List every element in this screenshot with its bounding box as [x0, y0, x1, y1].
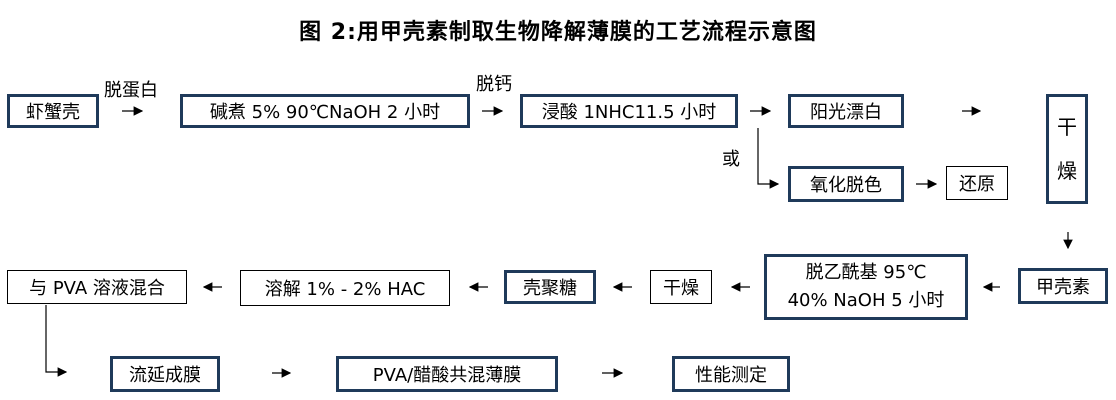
box-oxidize: 氧化脱色 — [788, 166, 904, 202]
box-acid-soak-text: 浸酸 1NHC11.5 小时 — [541, 102, 717, 123]
arrow-branch-to-oxidize — [757, 128, 780, 189]
arrow-mix-to-cast — [45, 305, 68, 377]
box-test-text: 性能测定 — [695, 365, 767, 386]
box-dry-1-char-b: 燥 — [1057, 159, 1077, 183]
box-reduce-text: 还原 — [959, 174, 995, 195]
box-alkali-boil: 碱煮 5% 90℃NaOH 2 小时 — [180, 94, 470, 128]
box-deacetylation-line2: 40% NaOH 5 小时 — [787, 290, 945, 311]
box-test: 性能测定 — [672, 356, 790, 392]
box-cast-film-text: 流延成膜 — [129, 365, 201, 386]
box-sun-bleach-text: 阳光漂白 — [810, 102, 882, 123]
box-dissolve-text: 溶解 1% - 2% HAC — [264, 279, 426, 300]
box-chitin-text: 甲壳素 — [1036, 277, 1090, 298]
label-deprotein: 脱蛋白 — [104, 80, 158, 101]
box-mix-pva: 与 PVA 溶液混合 — [7, 270, 187, 304]
box-dry-2: 干燥 — [650, 270, 712, 304]
box-dissolve: 溶解 1% - 2% HAC — [240, 270, 450, 306]
box-chitosan: 壳聚糖 — [504, 270, 596, 304]
box-pva-film-text: PVA/醋酸共混薄膜 — [372, 365, 522, 386]
box-deacetylation-line1: 脱乙酰基 95℃ — [805, 262, 927, 283]
box-shrimp-shell-text: 虾蟹壳 — [26, 102, 80, 123]
box-dry-1: 干 燥 — [1046, 94, 1088, 204]
box-chitosan-text: 壳聚糖 — [523, 278, 577, 299]
box-dry-2-text: 干燥 — [663, 278, 699, 299]
label-decalcify: 脱钙 — [476, 74, 512, 95]
box-dry-1-char-a: 干 — [1057, 115, 1077, 139]
box-chitin: 甲壳素 — [1018, 268, 1108, 304]
box-reduce: 还原 — [946, 166, 1008, 200]
box-deacetylation: 脱乙酰基 95℃ 40% NaOH 5 小时 — [764, 254, 968, 320]
box-oxidize-text: 氧化脱色 — [810, 175, 882, 196]
box-cast-film: 流延成膜 — [110, 356, 220, 392]
box-pva-film: PVA/醋酸共混薄膜 — [336, 356, 558, 392]
box-shrimp-shell: 虾蟹壳 — [7, 94, 99, 128]
box-alkali-boil-text: 碱煮 5% 90℃NaOH 2 小时 — [209, 102, 441, 123]
box-acid-soak: 浸酸 1NHC11.5 小时 — [520, 94, 738, 128]
diagram-title: 图 2:用甲壳素制取生物降解薄膜的工艺流程示意图 — [299, 20, 817, 45]
box-sun-bleach: 阳光漂白 — [788, 94, 904, 128]
box-mix-pva-text: 与 PVA 溶液混合 — [29, 278, 165, 299]
label-or: 或 — [722, 149, 740, 170]
